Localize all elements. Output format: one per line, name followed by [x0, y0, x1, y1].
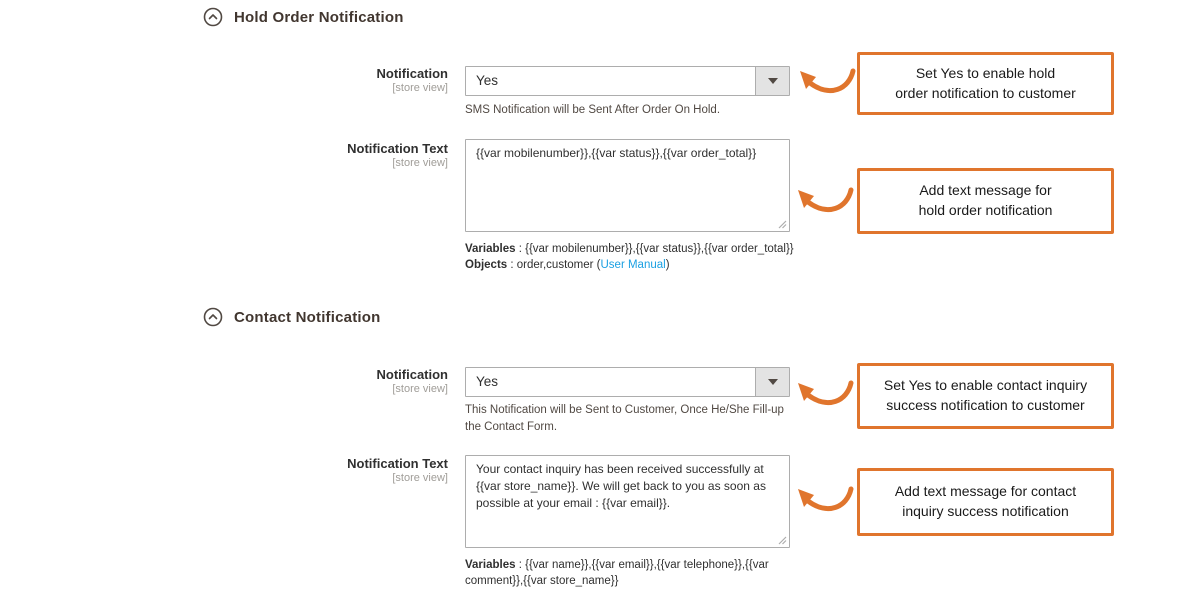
hold-notification-text-input[interactable]: {{var mobilenumber}},{{var status}},{{va… — [465, 139, 790, 232]
curved-arrow-left-icon — [798, 486, 854, 512]
variables-label: Variables — [465, 559, 516, 571]
field-label: Notification Text — [347, 141, 448, 156]
field-note: SMS Notification will be Sent After Orde… — [465, 104, 721, 116]
callout-text: Set Yes to enable hold order notificatio… — [895, 64, 1076, 101]
variables-note: Variables : {{var name}},{{var email}},{… — [465, 557, 817, 589]
chevron-up-circle-icon[interactable] — [203, 307, 223, 327]
contact-notification-text-wrap: Your contact inquiry has been received s… — [465, 455, 790, 548]
callout-text: Set Yes to enable contact inquiry succes… — [883, 377, 1088, 413]
field-label: Notification — [376, 66, 449, 81]
objects-text: : order,customer ( — [507, 259, 601, 272]
field-note: This Notification will be Sent to Custom… — [465, 404, 784, 434]
hold-notification-select[interactable]: Yes — [465, 66, 790, 96]
field-scope: [store view] — [392, 472, 448, 484]
section-title: Contact Notification — [234, 308, 381, 326]
variables-text: : {{var mobilenumber}},{{var status}},{{… — [515, 243, 794, 255]
caret-down-icon — [767, 78, 778, 84]
chevron-up-circle-icon[interactable] — [203, 7, 223, 27]
annotation-callout-hold-text: Add text message for hold order notifica… — [857, 168, 1114, 234]
curved-arrow-left-icon — [800, 68, 856, 94]
variables-note: Variables : {{var mobilenumber}},{{var s… — [465, 241, 813, 273]
section-header-contact[interactable]: Contact Notification — [203, 307, 381, 327]
variables-line: Variables : {{var name}},{{var email}},{… — [465, 557, 817, 589]
hold-notification-text-wrap: {{var mobilenumber}},{{var status}},{{va… — [465, 139, 790, 232]
variables-line: Variables : {{var mobilenumber}},{{var s… — [465, 241, 813, 257]
section-title: Hold Order Notification — [234, 8, 404, 26]
select-value: Yes — [476, 73, 499, 88]
field-label: Notification — [376, 367, 449, 382]
callout-text: Add text message for contact inquiry suc… — [894, 483, 1077, 519]
user-manual-link[interactable]: User Manual — [600, 259, 666, 272]
select-value: Yes — [476, 374, 499, 389]
field-scope: [store view] — [392, 383, 448, 395]
objects-label: Objects — [465, 259, 508, 272]
field-label: Notification Text — [347, 456, 448, 471]
curved-arrow-left-icon — [798, 187, 854, 213]
variables-text: : {{var name}},{{var email}},{{var telep… — [465, 559, 769, 588]
callout-text: Add text message for hold order notifica… — [918, 182, 1053, 218]
resize-grip-icon[interactable] — [777, 219, 787, 229]
annotation-callout-contact-text: Add text message for contact inquiry suc… — [857, 468, 1114, 536]
dropdown-button[interactable] — [755, 67, 789, 95]
field-scope: [store view] — [392, 157, 448, 169]
field-label-block: Notification [store view] — [240, 367, 449, 396]
resize-grip-icon[interactable] — [777, 535, 787, 545]
variables-label: Variables — [465, 243, 516, 255]
field-label-block: Notification [store view] — [240, 66, 449, 95]
annotation-callout-hold-select: Set Yes to enable hold order notificatio… — [857, 52, 1114, 115]
objects-suffix: ) — [665, 259, 670, 272]
field-label-block: Notification Text [store view] — [240, 141, 448, 170]
section-header-hold-order[interactable]: Hold Order Notification — [203, 7, 404, 27]
field-scope: [store view] — [392, 82, 448, 94]
curved-arrow-left-icon — [798, 380, 854, 406]
dropdown-button[interactable] — [755, 368, 789, 396]
objects-line: Objects : order,customer (User Manual) — [465, 257, 813, 273]
field-label-block: Notification Text [store view] — [240, 456, 448, 485]
contact-notification-select[interactable]: Yes — [465, 367, 790, 397]
annotation-callout-contact-select: Set Yes to enable contact inquiry succes… — [857, 363, 1114, 429]
contact-notification-text-input[interactable]: Your contact inquiry has been received s… — [465, 455, 790, 548]
caret-down-icon — [767, 379, 778, 385]
